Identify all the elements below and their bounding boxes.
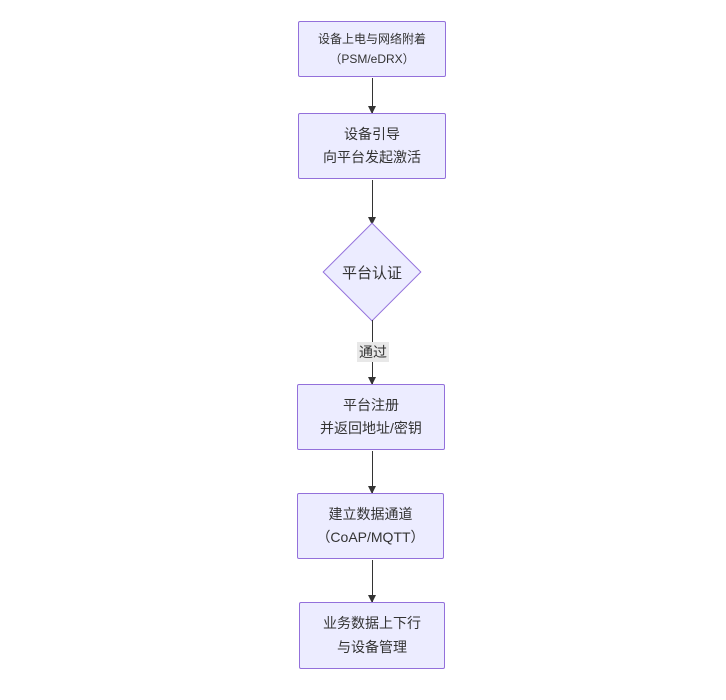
node-register-line1: 平台注册 (343, 396, 399, 413)
node-power-attach: 设备上电与网络附着 （PSM/eDRX） (298, 21, 446, 77)
edge-channel-to-business-arrow (368, 560, 376, 603)
node-business: 业务数据上下行 与设备管理 (299, 602, 445, 669)
node-bootstrap-line1: 设备引导 (344, 125, 400, 142)
edge-register-to-channel-arrow (368, 451, 376, 494)
node-business-line1: 业务数据上下行 (323, 615, 421, 632)
edge-power-to-bootstrap-arrow (368, 78, 376, 114)
edge-label-pass: 通过 (357, 342, 389, 362)
node-data-channel-line1: 建立数据通道 (328, 505, 413, 522)
edge-bootstrap-to-auth-arrow (368, 180, 376, 225)
node-power-attach-line2: （PSM/eDRX） (329, 52, 415, 66)
node-platform-auth: 平台认证 (322, 222, 422, 322)
node-data-channel-line2: （CoAP/MQTT） (316, 529, 425, 545)
node-power-attach-line1: 设备上电与网络附着 (317, 31, 426, 46)
node-bootstrap: 设备引导 向平台发起激活 (298, 113, 446, 179)
node-bootstrap-line2: 向平台发起激活 (323, 149, 421, 165)
node-business-line2: 与设备管理 (337, 638, 407, 655)
node-register: 平台注册 并返回地址/密钥 (297, 384, 445, 450)
node-data-channel: 建立数据通道 （CoAP/MQTT） (297, 493, 444, 559)
node-register-line2: 并返回地址/密钥 (320, 420, 422, 436)
node-platform-auth-label: 平台认证 (341, 264, 402, 282)
